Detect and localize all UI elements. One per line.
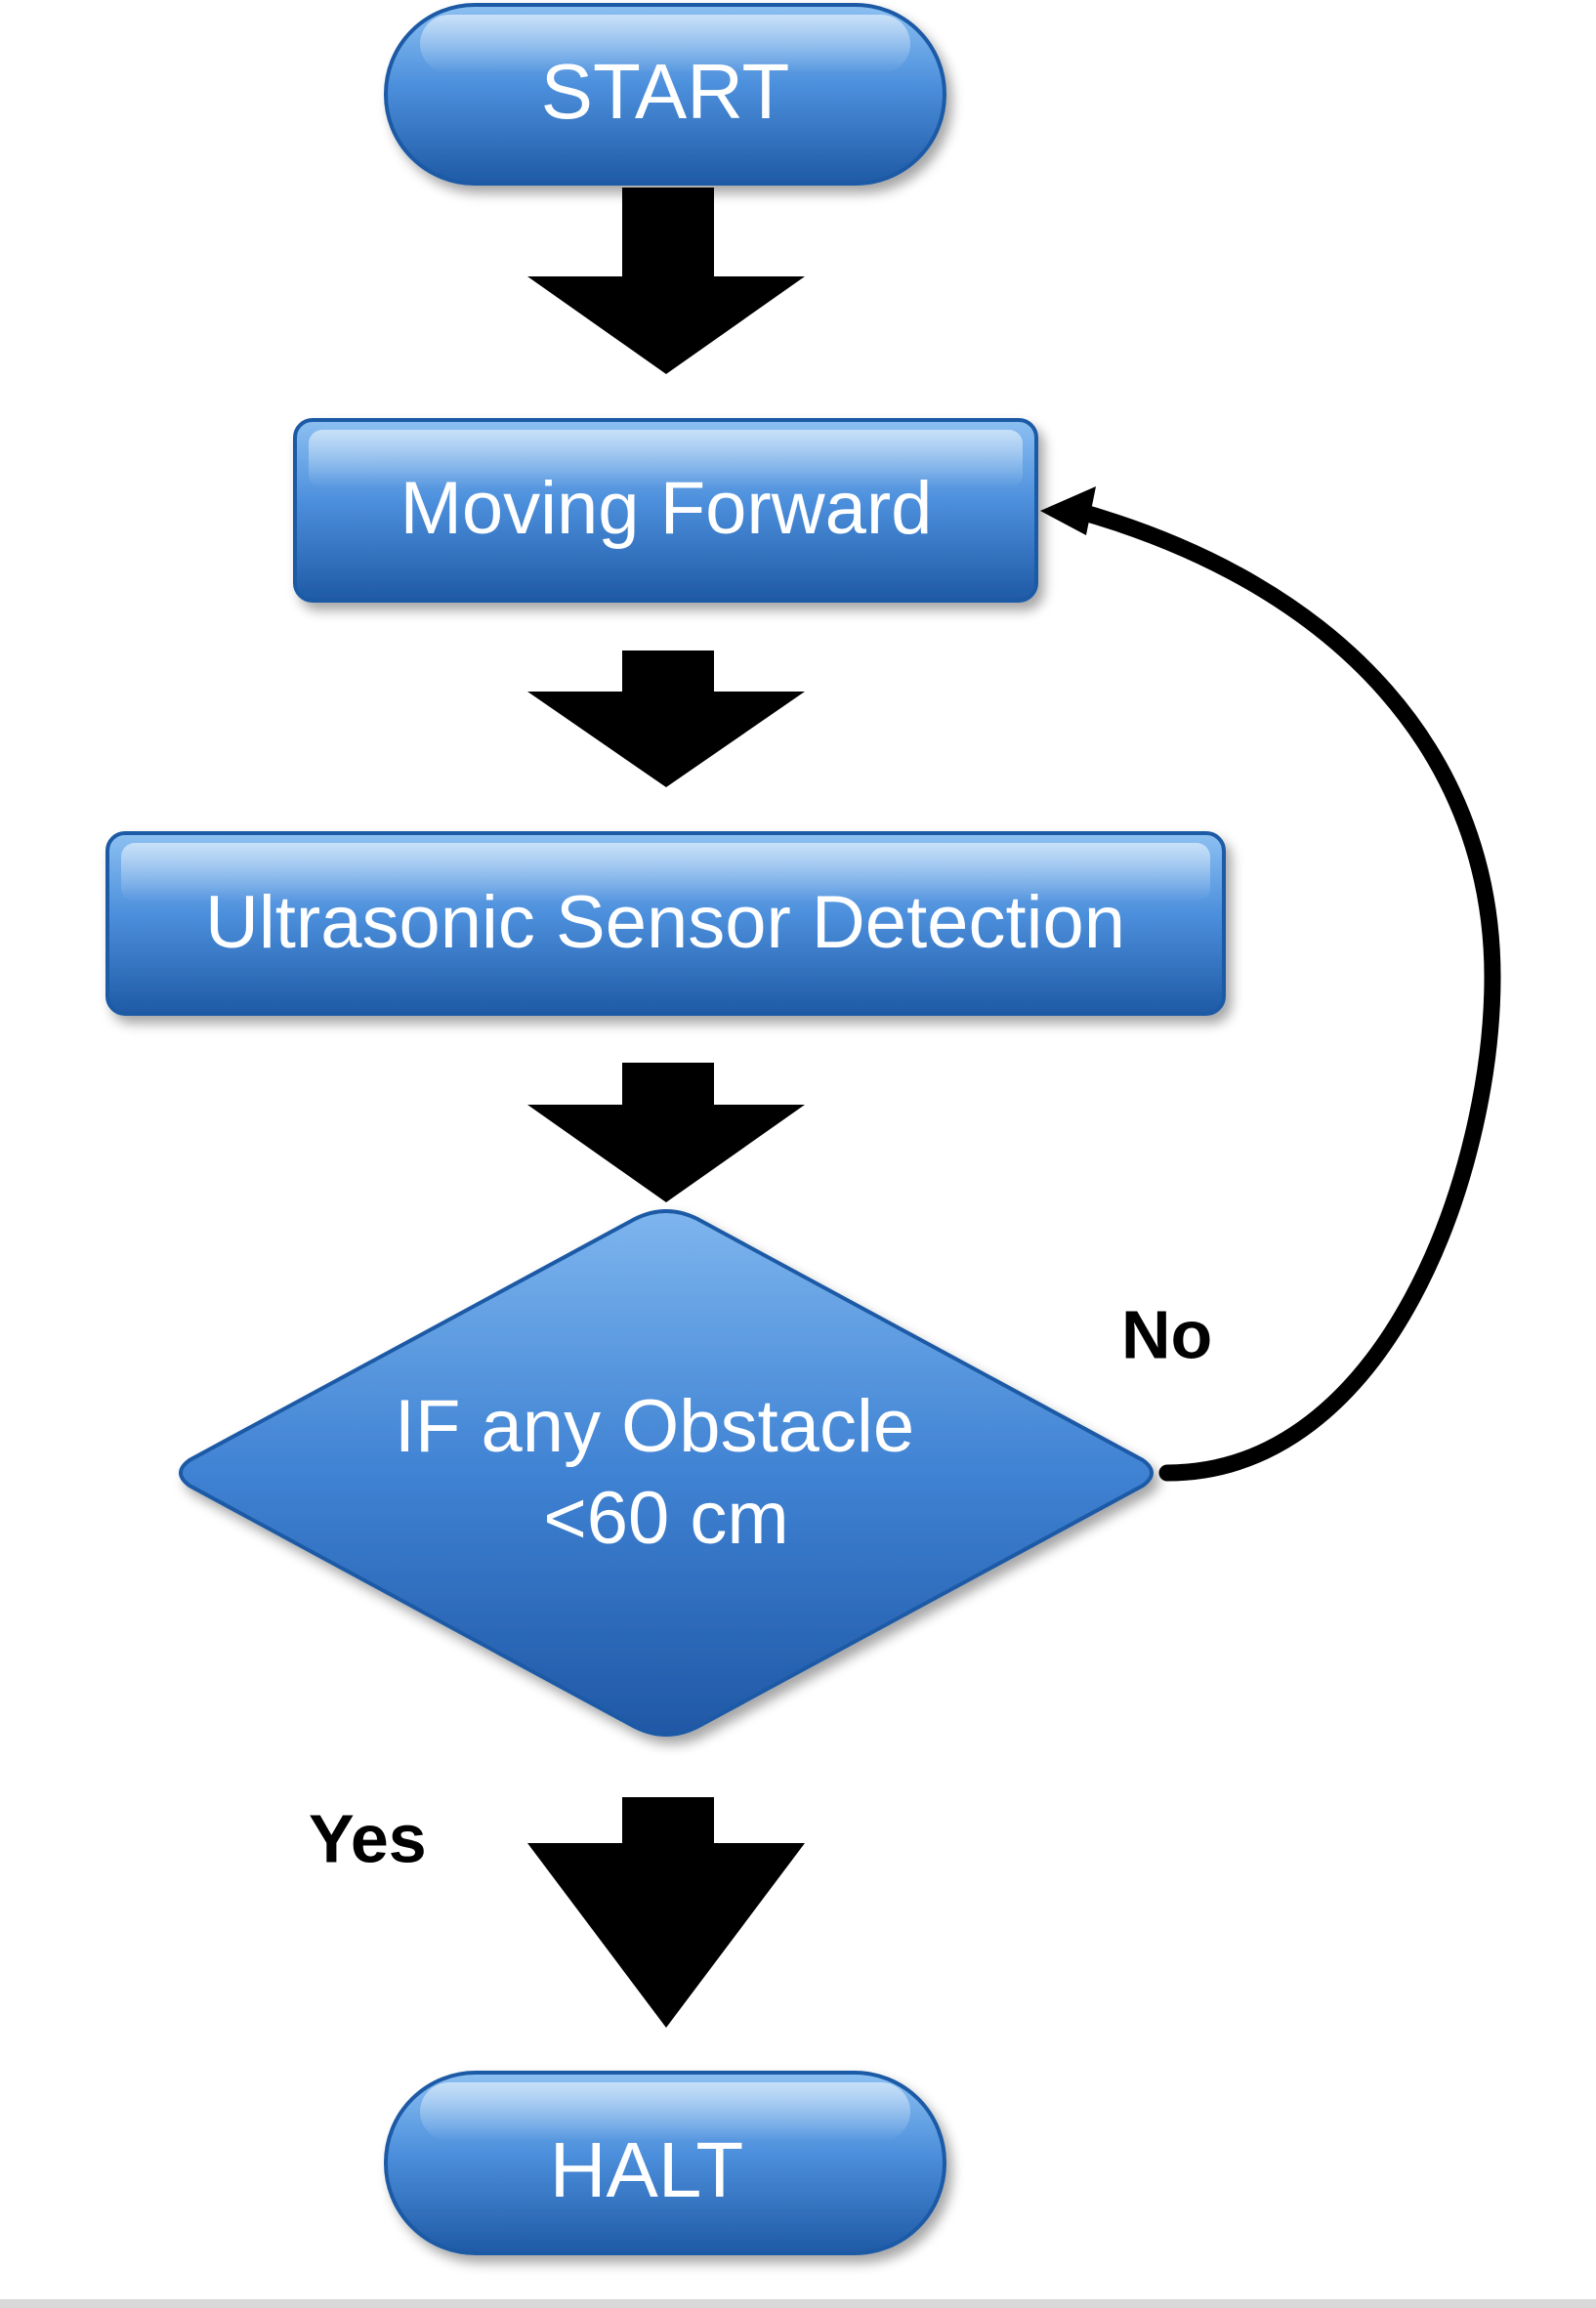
moving-forward-node [293,418,1038,603]
sensor-label: Ultrasonic Sensor Detection [205,881,1125,964]
no-label: No [1121,1296,1212,1372]
yes-label: Yes [309,1800,427,1876]
halt-node [384,2071,946,2255]
arrow-decision-to-halt [527,1797,805,2028]
decision-node [179,1209,1154,1737]
halt-label: HALT [550,2126,744,2213]
moving-forward-label: Moving Forward [400,467,933,550]
arrow-sensor-to-decision [527,1063,805,1202]
decision-label-line2: <60 cm [543,1477,788,1560]
bottom-border [0,2299,1596,2308]
start-node [384,3,946,186]
start-label: START [541,48,790,135]
arrow-moving-to-sensor [527,650,805,787]
decision-label-line1: IF any Obstacle [395,1385,914,1468]
no-loop-connector [1066,501,1501,1482]
no-loop-arrowhead [1040,486,1096,535]
arrow-start-to-moving [527,188,805,374]
sensor-node [105,831,1226,1016]
